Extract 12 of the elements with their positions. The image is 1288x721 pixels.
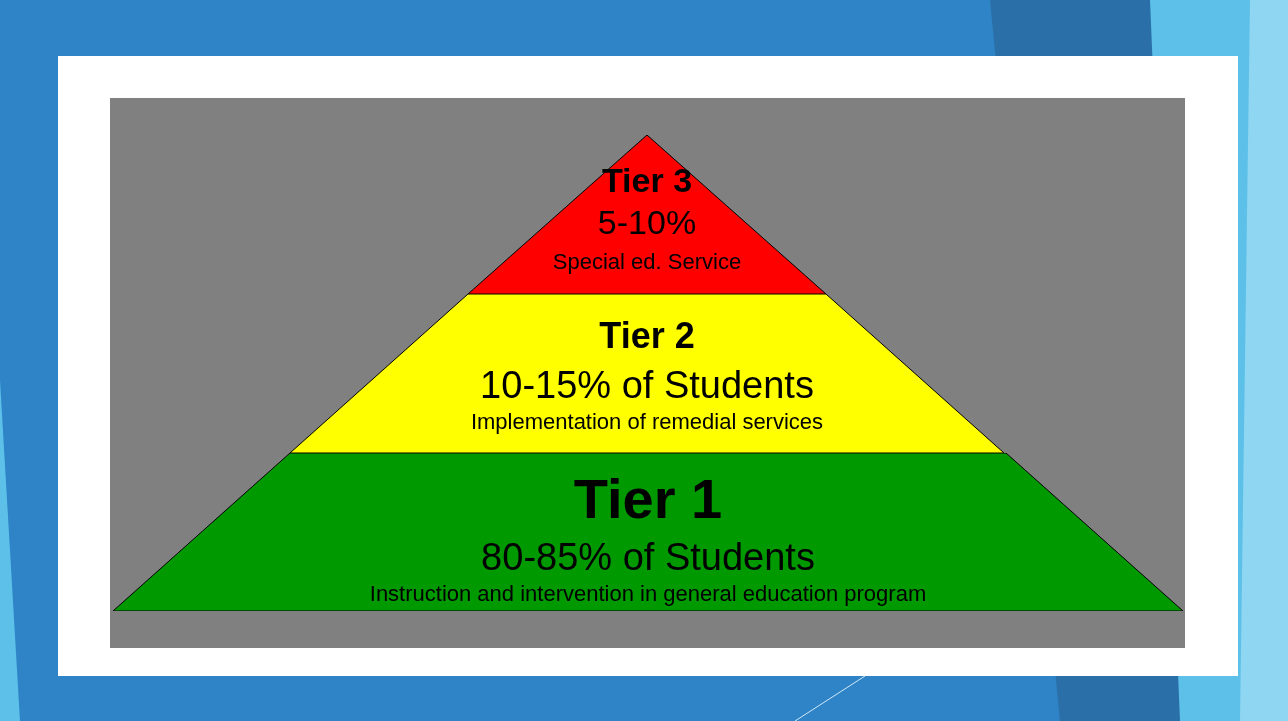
- pyramid-tier: [113, 453, 1183, 611]
- percentage-text: 10-15% of Students: [480, 366, 814, 404]
- tier-heading: Tier 3: [601, 163, 693, 197]
- pyramid-tier: [290, 294, 1004, 453]
- tier-heading: Tier 2: [599, 318, 695, 354]
- description-text: Implementation of remedial services: [470, 411, 824, 433]
- description-text: Instruction and intervention in general education program: [369, 583, 927, 605]
- description-text: Special ed. Service: [552, 251, 742, 273]
- percentage-text: 5-10%: [597, 205, 697, 239]
- pyramid-tier: [468, 135, 826, 294]
- percentage-text: 80-85% of Students: [481, 538, 815, 576]
- tier-heading: Tier 1: [573, 471, 723, 527]
